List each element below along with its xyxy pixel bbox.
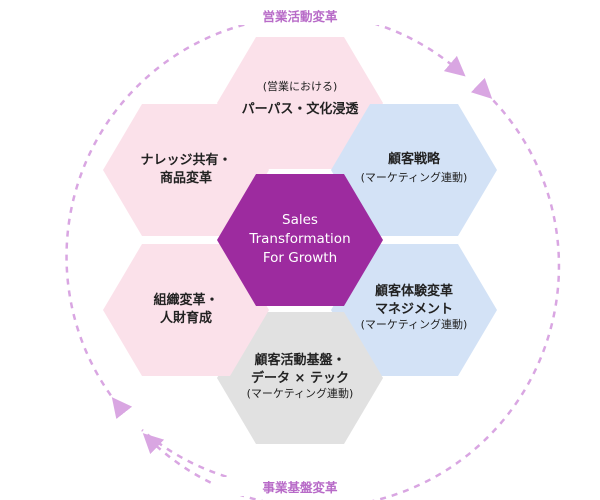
hex-center-text: Sales Transformation For Growth [235,211,365,268]
ring-label-bottom: 事業基盤変革 [214,477,386,496]
hex-upper-left-text: ナレッジ共有・ 商品変革 [111,152,261,187]
hex-center [217,174,383,306]
hex-lower-right-text: 顧客体験変革 マネジメント (マーケティング連動) [339,283,489,333]
ring-arc-right [142,77,561,500]
ring-arc-upper-right [361,18,466,77]
center-line-1: Sales [282,212,318,228]
hex-top-text: (営業における) パーパス・文化浸透 [225,80,375,118]
hex-lower-left [103,244,269,376]
hex-bottom-sub: (マーケティング連動) [246,387,354,401]
hex-upper-right [331,104,497,236]
hex-lower-right-title-1: 顧客体験変革 [374,284,453,299]
hex-top-title: パーパス・文化浸透 [241,101,359,117]
hex-lower-left-text: 組織変革・ 人財育成 [111,292,261,327]
hex-upper-right-text: 顧客戦略 (マーケティング連動) [339,151,489,185]
hex-top-sub: (営業における) [262,80,338,93]
hex-upper-left-title-2: 商品変革 [159,170,212,186]
hex-upper-left-title-1: ナレッジ共有・ [140,153,232,168]
hex-top [217,37,383,169]
hex-upper-right-sub: (マーケティング連動) [360,170,468,184]
hex-lower-left-title-2: 人財育成 [159,310,212,326]
ring-label-top: 営業活動変革 [214,6,386,25]
hex-bottom [217,312,383,444]
ring-arc-lower-left [141,429,239,482]
center-line-2: Transformation [249,230,351,247]
hex-upper-left [103,104,269,236]
hex-lower-right-sub: (マーケティング連動) [360,318,468,332]
hex-lower-right [331,244,497,376]
hex-bottom-title-2: データ × テック [251,370,349,386]
hex-bottom-title-1: 顧客活動基盤・ [254,353,346,368]
hex-upper-right-title: 顧客戦略 [387,152,440,167]
hex-lower-right-title-2: マネジメント [374,301,453,317]
center-line-3: For Growth [262,249,338,266]
hex-lower-left-title-1: 組織変革・ [153,293,219,308]
hex-bottom-text: 顧客活動基盤・ データ × テック (マーケティング連動) [225,352,375,402]
